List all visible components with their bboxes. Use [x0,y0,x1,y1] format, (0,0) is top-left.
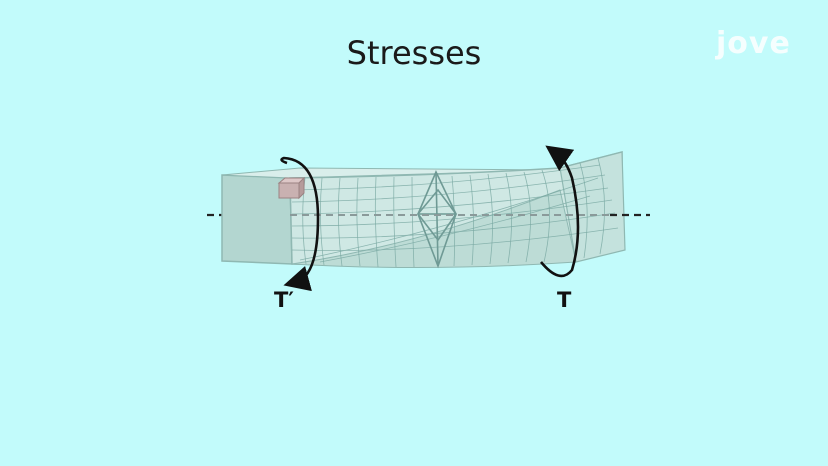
torque-arrow-left [280,156,320,292]
mesh-longitudinal [291,164,619,263]
torque-label-left: T′ [274,288,294,312]
torque-label-right: T [557,288,572,312]
torque-arrow-right [539,145,580,278]
bar-lower-surface [291,189,577,269]
slide-title: Stresses [346,34,482,72]
jove-logo: jove [716,26,791,61]
stress-element-cube [277,176,306,200]
